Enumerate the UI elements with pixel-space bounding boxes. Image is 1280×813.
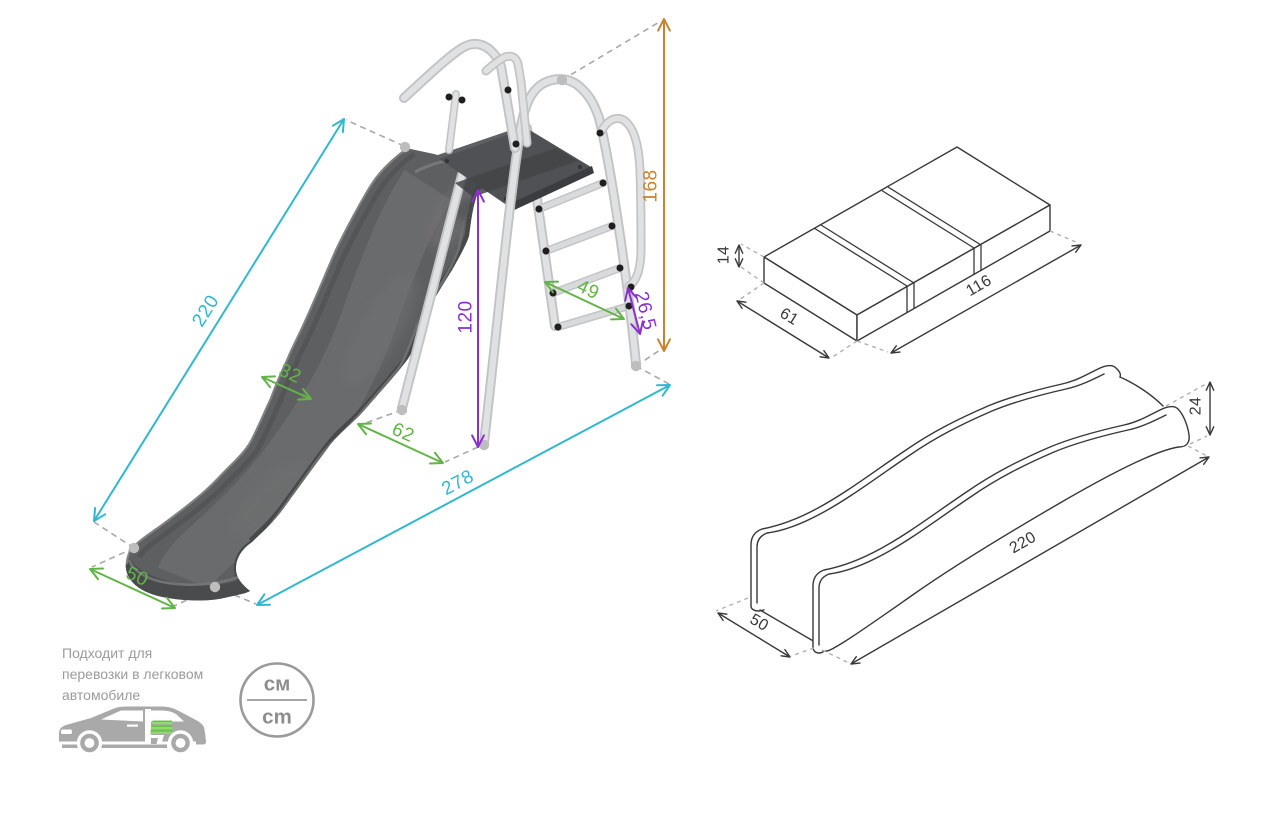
svg-text:перевозки в легковом: перевозки в легковом [62,666,203,682]
svg-text:14: 14 [716,246,733,264]
svg-text:см: см [264,673,291,696]
svg-text:120: 120 [456,300,477,333]
svg-text:cm: cm [262,706,292,729]
svg-text:24: 24 [1188,397,1205,415]
svg-text:автомобиле: автомобиле [62,687,140,703]
svg-text:50: 50 [747,611,771,635]
svg-text:168: 168 [641,169,662,202]
svg-text:Подходит для: Подходит для [62,645,152,661]
